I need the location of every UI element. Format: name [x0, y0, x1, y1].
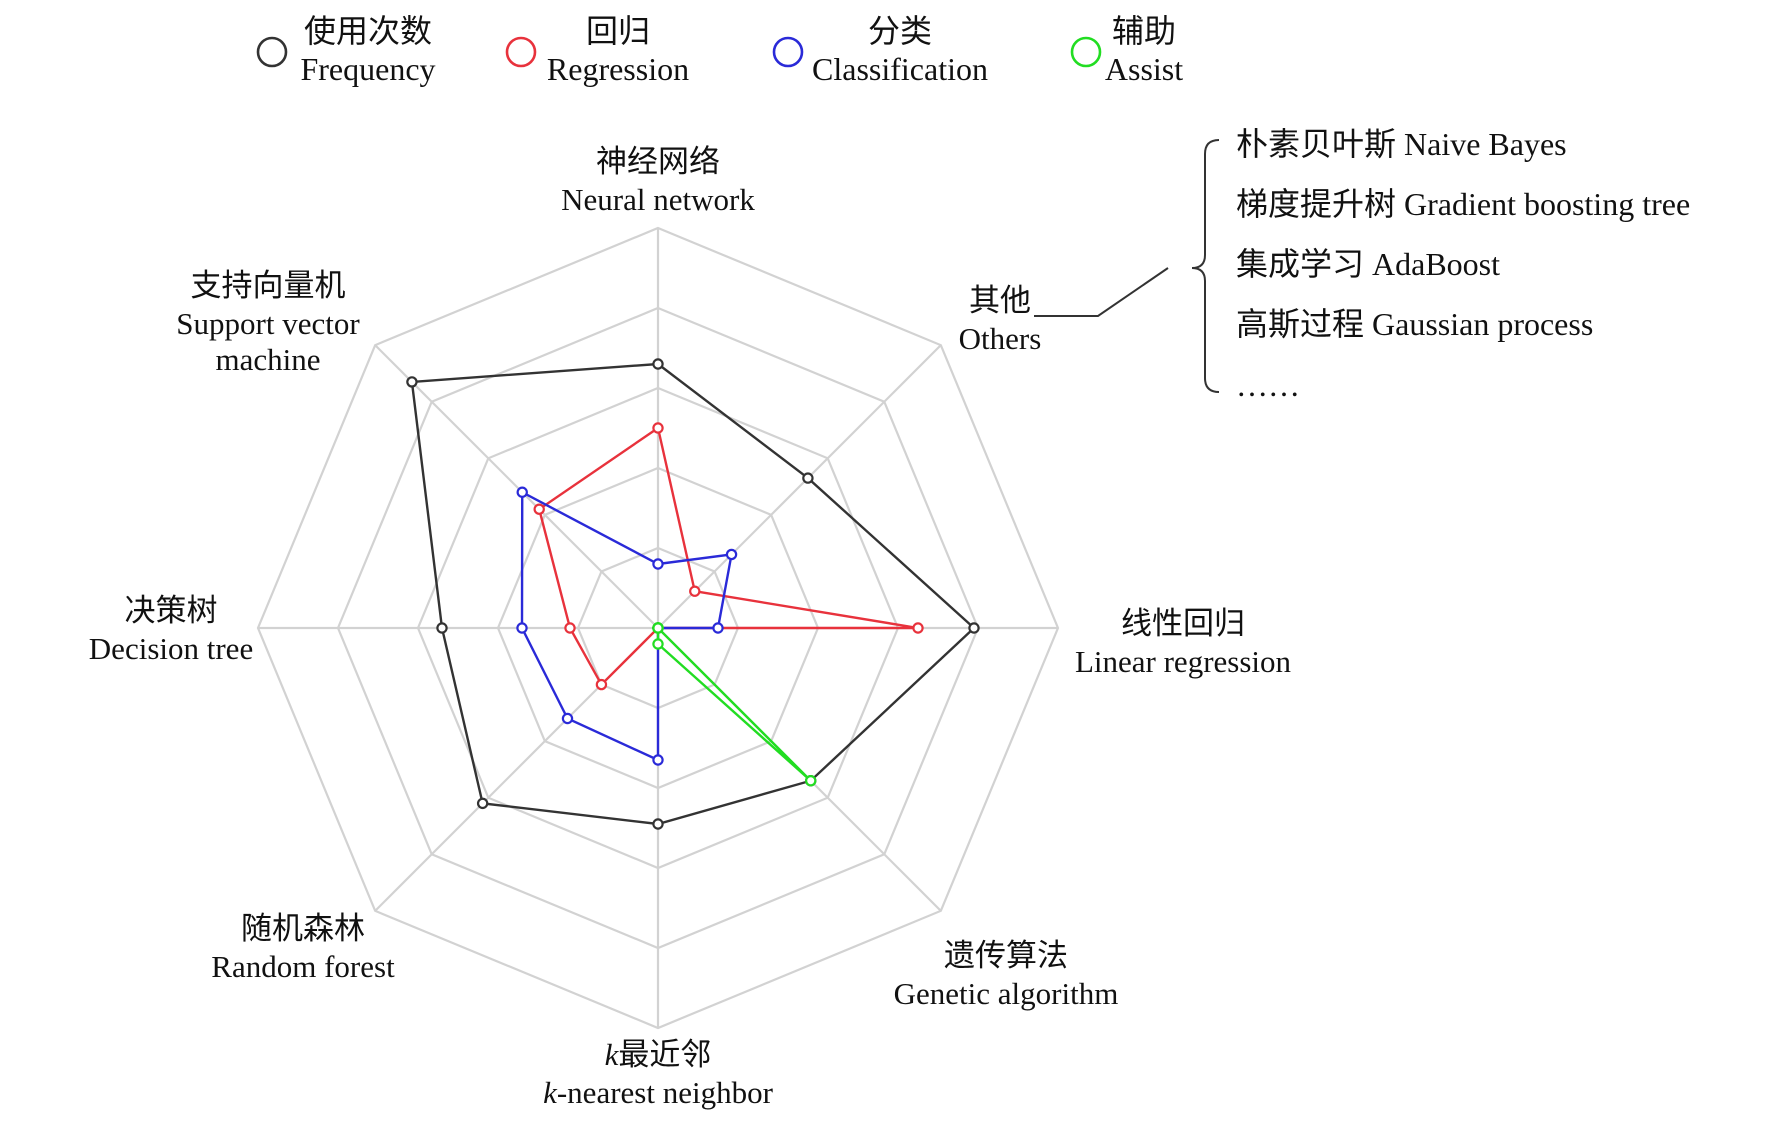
axis-label-cn-7: 支持向量机 — [191, 268, 346, 303]
axis-label-en-2: Linear regression — [1075, 644, 1292, 679]
radar-series — [406, 358, 980, 830]
data-point-regression-0 — [652, 422, 664, 434]
legend-label-cn-frequency: 使用次数 — [304, 13, 432, 49]
data-point-regression-2 — [912, 622, 924, 634]
data-point-assist-4 — [652, 638, 664, 650]
axis-label-en-0: Neural network — [561, 182, 755, 217]
data-point-assist-7 — [652, 622, 664, 634]
others-list-item-2: 集成学习 AdaBoost — [1236, 246, 1500, 282]
others-leader-line — [1034, 267, 1169, 317]
data-point-classification-7 — [516, 486, 528, 498]
data-point-frequency-6 — [436, 622, 448, 634]
data-point-regression-7 — [533, 503, 545, 515]
others-list-item-1: 梯度提升树 Gradient boosting tree — [1236, 186, 1690, 222]
axis-label-en-5: Random forest — [211, 949, 395, 984]
others-annotation: 朴素贝叶斯 Naive Bayes 梯度提升树 Gradient boosting… — [1034, 126, 1690, 403]
legend-label-en-regression: Regression — [547, 51, 689, 87]
legend-label-en-classification: Classification — [812, 51, 988, 87]
axis-label-cn-0: 神经网络 — [596, 144, 720, 179]
data-point-frequency-4 — [652, 818, 664, 830]
series-line-classification — [520, 490, 734, 762]
axis-label-en-7: Support vector — [176, 306, 360, 341]
axis-label-en-3: Genetic algorithm — [894, 976, 1119, 1011]
axis-label-en-7-line2: machine — [215, 342, 320, 377]
series-assist — [652, 622, 817, 787]
axis-label-cn-1: 其他 — [969, 283, 1031, 318]
series-line-regression — [537, 426, 919, 687]
data-point-frequency-2 — [968, 622, 980, 634]
legend-marker-classification — [772, 36, 804, 68]
data-point-classification-0 — [652, 558, 664, 570]
data-point-classification-5 — [561, 712, 574, 725]
data-point-frequency-7 — [406, 376, 418, 388]
series-classification — [516, 486, 738, 766]
data-point-frequency-1 — [802, 472, 814, 484]
legend-marker-regression — [505, 36, 537, 68]
data-point-classification-1 — [725, 548, 738, 561]
others-list-item-4: …… — [1236, 367, 1300, 403]
axis-label-cn-2: 线性回归 — [1121, 606, 1245, 641]
legend-label-cn-regression: 回归 — [586, 13, 650, 49]
others-list: 朴素贝叶斯 Naive Bayes 梯度提升树 Gradient boosting… — [1236, 126, 1690, 403]
axis-label-cn-6: 决策树 — [125, 593, 218, 628]
axis-spoke-7 — [374, 344, 659, 629]
axis-label-en-4: k-nearest neighbor — [543, 1075, 773, 1110]
legend-marker-frequency — [256, 36, 288, 68]
others-brace — [1191, 139, 1220, 393]
axis-spoke-1 — [657, 344, 942, 629]
data-point-frequency-0 — [652, 358, 664, 370]
data-point-classification-2 — [712, 622, 724, 634]
legend-label-en-frequency: Frequency — [300, 51, 435, 87]
axis-label-en-6: Decision tree — [89, 631, 253, 666]
legend-label-en-assist: Assist — [1105, 51, 1183, 87]
data-point-assist-3 — [805, 775, 817, 787]
axis-label-en-1: Others — [959, 321, 1042, 356]
legend-marker-assist — [1070, 36, 1102, 68]
others-list-item-3: 高斯过程 Gaussian process — [1236, 306, 1593, 342]
axis-label-cn-3: 遗传算法 — [944, 938, 1068, 973]
others-list-item-0: 朴素贝叶斯 Naive Bayes — [1236, 126, 1567, 162]
data-point-classification-4 — [652, 754, 664, 766]
series-line-assist — [656, 625, 812, 782]
data-point-regression-5 — [595, 678, 608, 691]
data-point-classification-6 — [516, 622, 528, 634]
legend-label-cn-classification: 分类 — [868, 13, 932, 49]
axis-label-cn-5: 随机森林 — [241, 911, 365, 946]
data-point-frequency-5 — [476, 797, 489, 810]
data-point-regression-6 — [564, 622, 576, 634]
legend-label-cn-assist: 辅助 — [1112, 13, 1176, 49]
data-point-regression-1 — [689, 585, 701, 597]
axis-label-cn-4: k最近邻 — [605, 1037, 712, 1072]
